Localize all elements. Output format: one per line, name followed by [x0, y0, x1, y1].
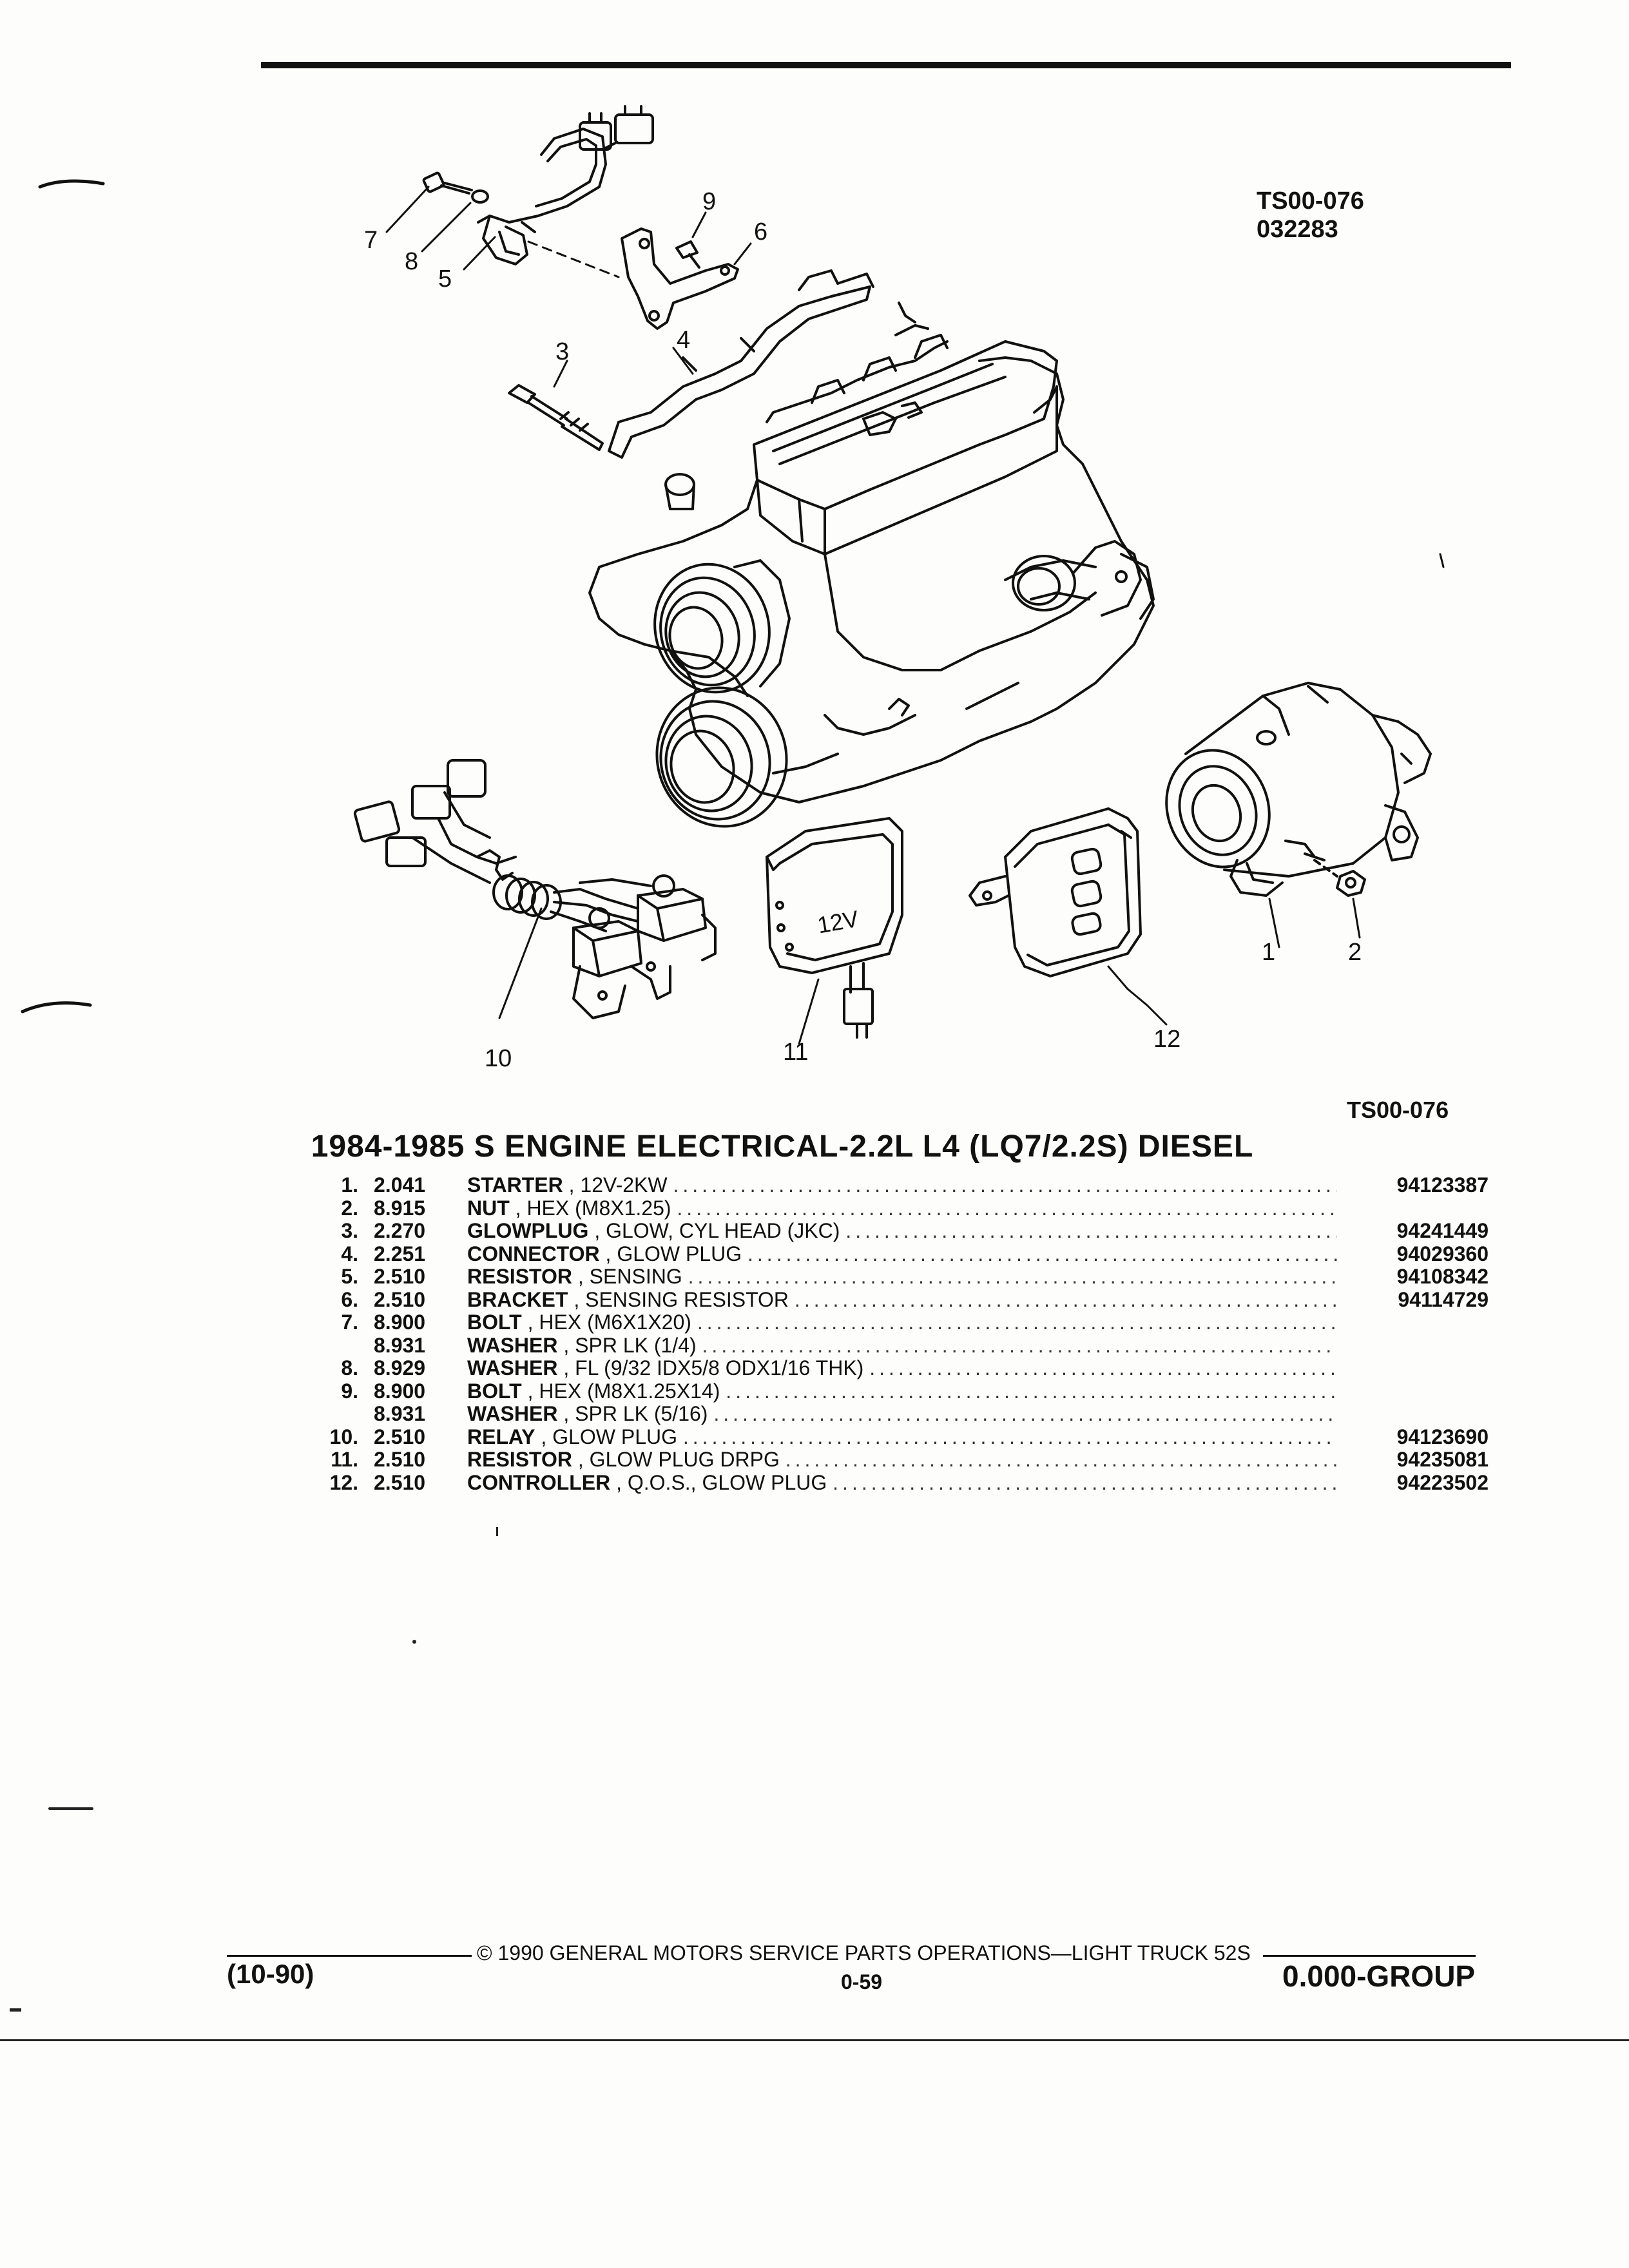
scan-mark — [412, 1640, 416, 1644]
callout-4: 4 — [677, 327, 690, 354]
callout-9: 9 — [702, 188, 716, 215]
callout-8: 8 — [405, 248, 418, 275]
callout-1: 1 — [1262, 939, 1275, 966]
scan-mark — [1439, 553, 1445, 568]
callout-3: 3 — [555, 338, 569, 365]
scan-mark — [10, 2008, 21, 2012]
copyright-notice: © 1990 GENERAL MOTORS SERVICE PARTS OPER… — [477, 1941, 1251, 1965]
starter-motor — [1165, 682, 1432, 948]
sensing-resistor-bracket — [527, 211, 752, 330]
callout-labels: 1 2 3 4 5 6 7 8 9 10 11 12 12V — [364, 188, 1362, 1072]
illustration-id: TS00-076 032283 — [1257, 187, 1364, 244]
glow-plug — [508, 360, 604, 451]
page-title: 1984-1985 S ENGINE ELECTRICAL-2.2L L4 (L… — [311, 1129, 1254, 1164]
ts-code: 032283 — [1257, 216, 1338, 243]
scan-mark — [496, 1527, 498, 1536]
glow-plug-dropping-resistor — [766, 817, 903, 1045]
binding-mark — [48, 1807, 93, 1810]
callout-12: 12 — [1153, 1026, 1181, 1053]
footer-rule-left — [227, 1955, 472, 1957]
callout-10: 10 — [485, 1045, 512, 1072]
engine-block — [588, 302, 1155, 828]
bolt-and-washer — [385, 171, 496, 271]
group-number: 0.000-GROUP — [1282, 1959, 1476, 1993]
ts-number: TS00-076 — [1257, 187, 1364, 215]
resistor-12v-label: 12V — [815, 905, 860, 939]
ts-number-bottom: TS00-076 — [1347, 1097, 1449, 1123]
callout-2: 2 — [1348, 939, 1362, 966]
page-number: 0-59 — [841, 1970, 883, 1994]
binding-mark — [21, 1001, 92, 1014]
top-rule — [261, 62, 1511, 68]
bottom-rule — [0, 2039, 1629, 2041]
glow-plug-relay — [353, 759, 717, 1019]
callout-7: 7 — [364, 227, 378, 254]
footer-rule-right — [1263, 1955, 1476, 1957]
binding-mark — [38, 179, 105, 189]
revision-date: (10-90) — [227, 1959, 314, 1989]
callout-11: 11 — [783, 1039, 808, 1066]
glow-plug-connector — [608, 269, 874, 459]
callout-6: 6 — [754, 218, 767, 245]
callout-5: 5 — [438, 265, 452, 293]
glow-plug-controller — [969, 807, 1168, 1026]
exploded-view-diagram: 1 2 3 4 5 6 7 8 9 10 11 12 12V — [21, 105, 1445, 1072]
sensing-resistor-harness — [477, 105, 654, 265]
